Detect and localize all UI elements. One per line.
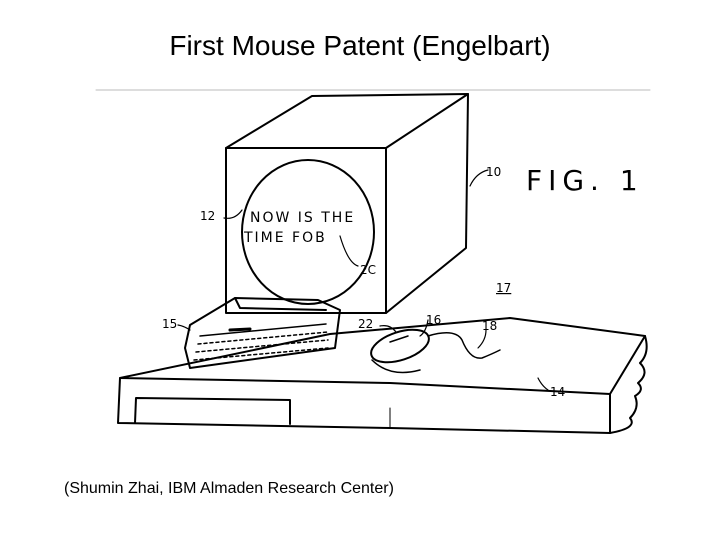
leader-15 <box>177 324 191 331</box>
leader-10 <box>469 169 489 187</box>
leader-18 <box>477 329 487 349</box>
ref-numeral-17: 17 <box>496 281 511 295</box>
mouse-cable-tail <box>371 359 421 374</box>
display-screen <box>241 159 375 305</box>
display-front-face <box>225 147 387 314</box>
keyboard-slot <box>228 327 252 332</box>
leader-22 <box>379 325 397 333</box>
ref-numeral-10: 10 <box>486 165 501 179</box>
ref-numeral-16: 16 <box>426 313 441 327</box>
slide-title: First Mouse Patent (Engelbart) <box>169 30 551 61</box>
desk-side <box>609 335 648 434</box>
display-top-face <box>225 93 469 149</box>
keyboard-key-row-2 <box>197 331 329 345</box>
keyboard-top-edge <box>234 297 327 311</box>
ref-numeral-18: 18 <box>482 319 497 333</box>
mouse-cable <box>427 332 501 359</box>
keyboard-body <box>184 297 341 369</box>
patent-drawing-svg: FIG. 1 NOW IS THE TIME FOB 10 12 2C 17 1… <box>95 89 651 434</box>
ref-numeral-22: 22 <box>358 317 373 331</box>
leader-12 <box>223 209 243 219</box>
leader-16 <box>419 319 429 337</box>
leader-20 <box>339 235 359 267</box>
leader-14 <box>537 377 549 391</box>
mouse-button <box>389 335 409 343</box>
screen-text-line-1: NOW IS THE <box>250 210 355 226</box>
desk-cutout <box>134 397 291 425</box>
keyboard-key-row-1 <box>199 323 327 337</box>
keyboard-key-row-3 <box>195 339 329 353</box>
credit-caption: (Shumin Zhai, IBM Almaden Research Cente… <box>64 480 394 497</box>
screen-text-line-2: TIME FOB <box>243 230 327 246</box>
ref-numeral-20: 2C <box>360 263 376 277</box>
ref-numeral-15: 15 <box>162 317 177 331</box>
ref-numeral-14: 14 <box>550 385 565 399</box>
figure-label: FIG. 1 <box>526 164 644 197</box>
patent-drawing: FIG. 1 NOW IS THE TIME FOB 10 12 2C 17 1… <box>90 78 690 448</box>
ref-numeral-12: 12 <box>200 209 215 223</box>
mouse-body <box>370 328 430 364</box>
keyboard-key-row-4 <box>193 347 329 361</box>
desk-front <box>117 377 611 434</box>
desk-top <box>119 317 646 395</box>
display-side-face <box>385 93 469 314</box>
